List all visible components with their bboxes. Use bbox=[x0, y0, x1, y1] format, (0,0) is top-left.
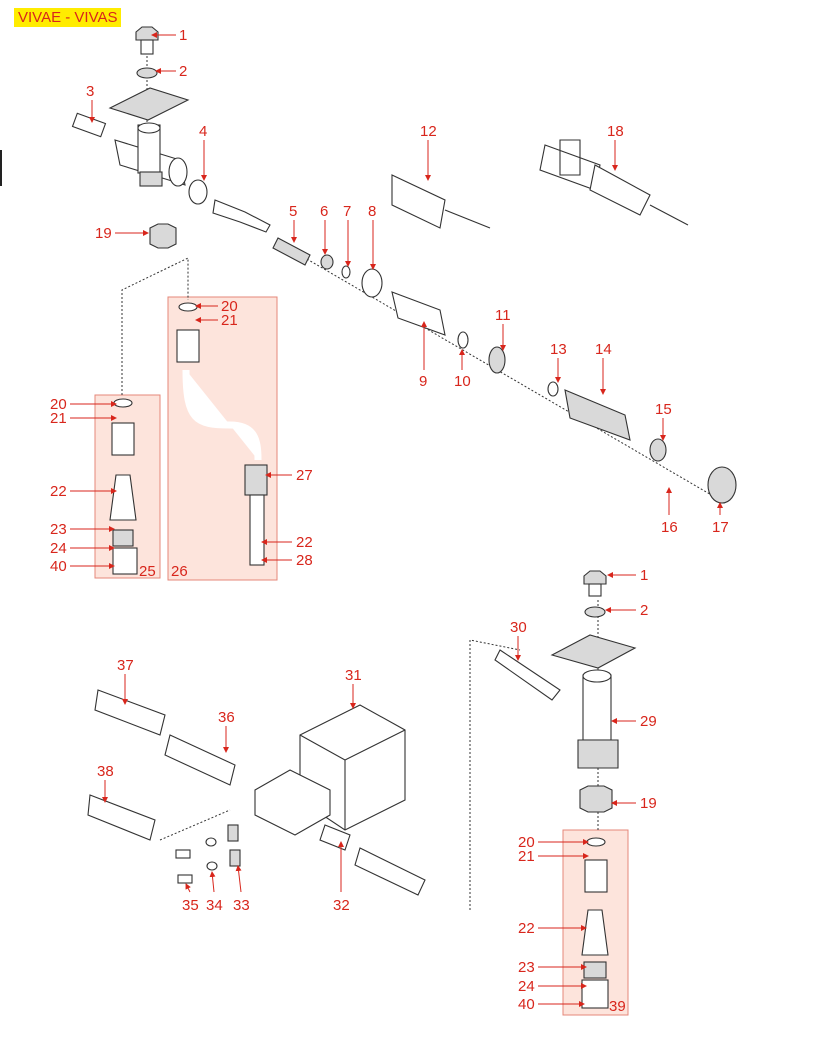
callout-25-24: 24 bbox=[50, 540, 67, 557]
part-29 bbox=[577, 669, 619, 769]
callout-7: 7 bbox=[343, 203, 351, 220]
callout-26-28: 28 bbox=[296, 552, 313, 569]
group-label-26: 26 bbox=[171, 563, 188, 580]
part-12 bbox=[391, 174, 446, 229]
part-washer-d2 bbox=[584, 606, 606, 618]
callout-9: 9 bbox=[419, 373, 427, 390]
callout-19: 19 bbox=[95, 225, 112, 242]
part-spring-5 bbox=[272, 237, 311, 266]
callout-33: 33 bbox=[233, 897, 250, 914]
callout-25-22: 22 bbox=[50, 483, 67, 500]
part-17 bbox=[707, 466, 737, 504]
callout-25-23: 23 bbox=[50, 521, 67, 538]
margin-mark bbox=[0, 150, 2, 186]
part-8 bbox=[361, 268, 383, 298]
callout-25-21: 21 bbox=[50, 410, 67, 427]
part-stem bbox=[212, 199, 271, 233]
part-15 bbox=[649, 438, 667, 462]
callout-13: 13 bbox=[550, 341, 567, 358]
callout-32: 32 bbox=[333, 897, 350, 914]
diagram-title: VIVAE - VIVAS bbox=[14, 8, 122, 27]
callout-25-20: 20 bbox=[50, 396, 67, 413]
part-30 bbox=[494, 649, 561, 701]
callout-34: 34 bbox=[206, 897, 223, 914]
part-6 bbox=[320, 254, 334, 270]
callout-38: 38 bbox=[97, 763, 114, 780]
callout-8: 8 bbox=[368, 203, 376, 220]
callout-39-20: 20 bbox=[518, 834, 535, 851]
callout-25-40: 40 bbox=[50, 558, 67, 575]
part-bolt-d1 bbox=[583, 570, 607, 597]
part-plate-2 bbox=[550, 634, 637, 669]
callout-2: 2 bbox=[179, 63, 187, 80]
callout-37: 37 bbox=[117, 657, 134, 674]
callout-3: 3 bbox=[86, 83, 94, 100]
part-nut-d19 bbox=[579, 785, 613, 813]
callout-14: 14 bbox=[595, 341, 612, 358]
callout-39-21: 21 bbox=[518, 848, 535, 865]
part-38 bbox=[87, 794, 156, 841]
part-hose-26 bbox=[176, 302, 268, 566]
callout-31: 31 bbox=[345, 667, 362, 684]
callout-12: 12 bbox=[420, 123, 437, 140]
callout-18: 18 bbox=[607, 123, 624, 140]
callout-d1: 1 bbox=[640, 567, 648, 584]
callout-26-22: 22 bbox=[296, 534, 313, 551]
part-36 bbox=[164, 734, 236, 786]
part-plate bbox=[108, 87, 190, 121]
callout-26-21: 21 bbox=[221, 312, 238, 329]
callout-10: 10 bbox=[454, 373, 471, 390]
part-screws-33-35 bbox=[175, 824, 241, 884]
part-32 bbox=[319, 824, 426, 896]
group-label-39: 39 bbox=[609, 998, 626, 1015]
callout-39-40: 40 bbox=[518, 996, 535, 1013]
callout-4: 4 bbox=[199, 123, 207, 140]
callout-26-27: 27 bbox=[296, 467, 313, 484]
part-4 bbox=[188, 179, 208, 205]
part-12-stem bbox=[444, 209, 491, 229]
part-13 bbox=[547, 381, 559, 397]
callout-5: 5 bbox=[289, 203, 297, 220]
callout-30: 30 bbox=[510, 619, 527, 636]
part-hose-39 bbox=[581, 837, 609, 1009]
callouts: 1 2 3 4 5 6 7 8 9 10 11 12 13 14 15 16 1… bbox=[50, 27, 729, 1015]
part-18 bbox=[589, 164, 689, 226]
group-label-25: 25 bbox=[139, 563, 156, 580]
callout-d19: 19 bbox=[640, 795, 657, 812]
part-9 bbox=[391, 291, 446, 336]
callout-26-20: 20 bbox=[221, 298, 238, 315]
part-valve-body bbox=[71, 112, 188, 187]
callout-29: 29 bbox=[640, 713, 657, 730]
callout-36: 36 bbox=[218, 709, 235, 726]
assembly-line-bottom bbox=[159, 600, 599, 910]
callout-15: 15 bbox=[655, 401, 672, 418]
part-7 bbox=[341, 265, 351, 279]
callout-39-23: 23 bbox=[518, 959, 535, 976]
callout-6: 6 bbox=[320, 203, 328, 220]
callout-16: 16 bbox=[661, 519, 678, 536]
callout-35: 35 bbox=[182, 897, 199, 914]
callout-d2: 2 bbox=[640, 602, 648, 619]
part-37 bbox=[94, 689, 166, 736]
part-valve-block bbox=[254, 769, 331, 836]
callout-1: 1 bbox=[179, 27, 187, 44]
part-nut-19 bbox=[149, 223, 177, 249]
part-bolt-1 bbox=[135, 26, 159, 55]
part-hose-25 bbox=[109, 398, 138, 575]
callout-11: 11 bbox=[495, 307, 511, 324]
callout-39-24: 24 bbox=[518, 978, 535, 995]
part-11 bbox=[488, 346, 506, 374]
callout-17: 17 bbox=[712, 519, 729, 536]
part-washer-2 bbox=[136, 67, 158, 79]
part-10 bbox=[457, 331, 469, 349]
callout-39-22: 22 bbox=[518, 920, 535, 937]
part-14 bbox=[564, 389, 631, 441]
